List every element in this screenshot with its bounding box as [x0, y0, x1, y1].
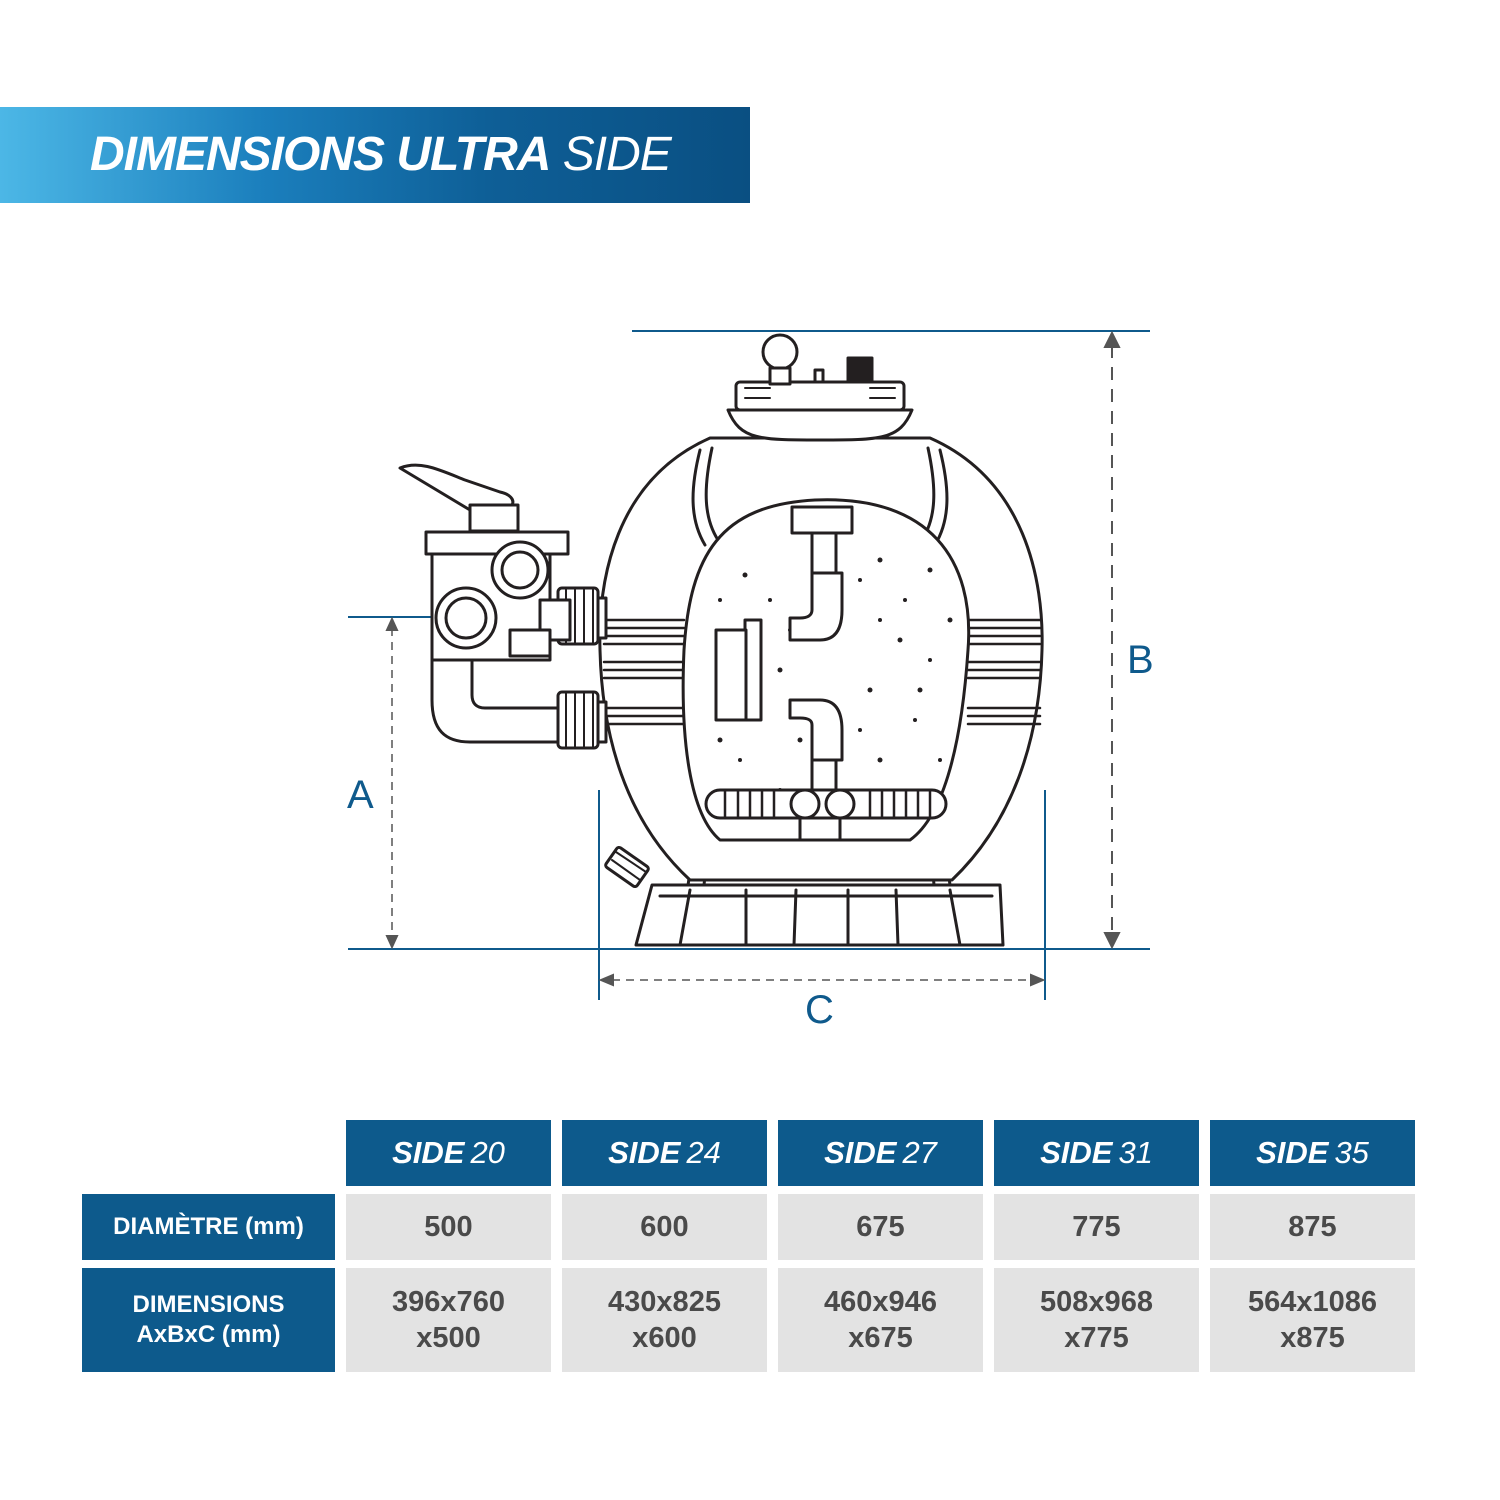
page-title: DIMENSIONS ULTRA SIDE [90, 128, 672, 181]
table-cell: 430x825 x600 [562, 1268, 767, 1372]
dimension-a-arrow-bottom [385, 935, 399, 950]
table-cell-line: 875 [1288, 1211, 1337, 1243]
table-cell-line: x600 [632, 1322, 697, 1354]
column-header-model: SIDE [1256, 1135, 1329, 1170]
tank-bands [602, 618, 1042, 726]
multiport-valve [398, 463, 572, 744]
row-header-label: DIAMÈTRE (mm) [113, 1212, 304, 1242]
column-header-size: 27 [902, 1135, 937, 1170]
table-cell-line: x675 [848, 1322, 913, 1354]
row-header-line: DIMENSIONS [132, 1291, 285, 1318]
dimension-b-label: B [1127, 638, 1154, 682]
table-cell-line: x875 [1280, 1322, 1345, 1354]
dimension-c-arrow-left [598, 973, 614, 987]
filter-dimension-diagram: A B C [347, 330, 1154, 1032]
table-cell-value: 508x968 x775 [1040, 1284, 1153, 1356]
sand-window [681, 498, 971, 842]
dimension-b-arrow-bottom [1103, 932, 1121, 950]
tank-lid [726, 333, 914, 442]
column-header-model: SIDE [392, 1135, 465, 1170]
column-header-model: SIDE [824, 1135, 897, 1170]
table-cell-value: 396x760 x500 [392, 1284, 505, 1356]
table-cell-line: 775 [1072, 1211, 1121, 1243]
drain-plug [604, 845, 650, 889]
dimension-arrows [385, 330, 1121, 987]
filter-base [634, 883, 1005, 947]
row-header-line: AxBxC (mm) [136, 1321, 281, 1348]
table-cell-line: 564x1086 [1247, 1286, 1378, 1318]
table-cell-value: 500 [424, 1209, 472, 1245]
table-cell-line: 430x825 [608, 1286, 721, 1318]
table-cell-line: 675 [856, 1211, 905, 1243]
table-cell: 460x946 x675 [778, 1268, 983, 1372]
table-cell-line: x775 [1064, 1322, 1129, 1354]
table-cell-line: 600 [640, 1211, 689, 1243]
column-header-model: SIDE [608, 1135, 681, 1170]
row-header-label: DIMENSIONS AxBxC (mm) [132, 1290, 284, 1350]
table-cell-value: 600 [640, 1209, 688, 1245]
row-header: DIMENSIONS AxBxC (mm) [82, 1268, 335, 1372]
table-cell-value: 460x946 x675 [824, 1284, 937, 1356]
laterals [704, 788, 948, 820]
column-header-size: 31 [1118, 1135, 1153, 1170]
table-cell-value: 564x1086 x875 [1248, 1284, 1377, 1356]
dimension-c-label: C [805, 988, 834, 1032]
title-light: SIDE [562, 128, 672, 181]
title-bold: DIMENSIONS ULTRA [90, 128, 551, 181]
column-header-size: 24 [686, 1135, 721, 1170]
table-cell-line: 508x968 [1040, 1286, 1153, 1318]
row-header-line: DIAMÈTRE (mm) [113, 1213, 304, 1240]
column-header-model: SIDE [1040, 1135, 1113, 1170]
dimension-a-label: A [347, 773, 374, 817]
column-header-size: 35 [1334, 1135, 1369, 1170]
table-cell: 675 [778, 1194, 983, 1260]
table-cell: 775 [994, 1194, 1199, 1260]
title-banner: DIMENSIONS ULTRA SIDE [0, 107, 750, 203]
table-cell: 508x968 x775 [994, 1268, 1199, 1372]
column-header-size: 20 [470, 1135, 505, 1170]
table-cell: 564x1086 x875 [1210, 1268, 1415, 1372]
table-cell: 396x760 x500 [346, 1268, 551, 1372]
filter-drawing [348, 330, 1150, 1000]
table-cell: 875 [1210, 1194, 1415, 1260]
table-cell-line: 500 [424, 1211, 473, 1243]
table-cell-value: 775 [1072, 1209, 1120, 1245]
table-cell-value: 430x825 x600 [608, 1284, 721, 1356]
row-header: DIAMÈTRE (mm) [82, 1194, 335, 1260]
table-cell: 500 [346, 1194, 551, 1260]
table-cell-line: 460x946 [824, 1286, 937, 1318]
table-cell-line: 396x760 [392, 1286, 505, 1318]
dimension-a-arrow-top [385, 616, 399, 631]
tank-straps [691, 446, 949, 547]
dimension-c-arrow-right [1030, 973, 1046, 987]
table-cell-value: 875 [1288, 1209, 1336, 1245]
dimension-b-arrow-top [1103, 330, 1121, 348]
table-cell-value: 675 [856, 1209, 904, 1245]
table-cell: 600 [562, 1194, 767, 1260]
table-cell-line: x500 [416, 1322, 481, 1354]
